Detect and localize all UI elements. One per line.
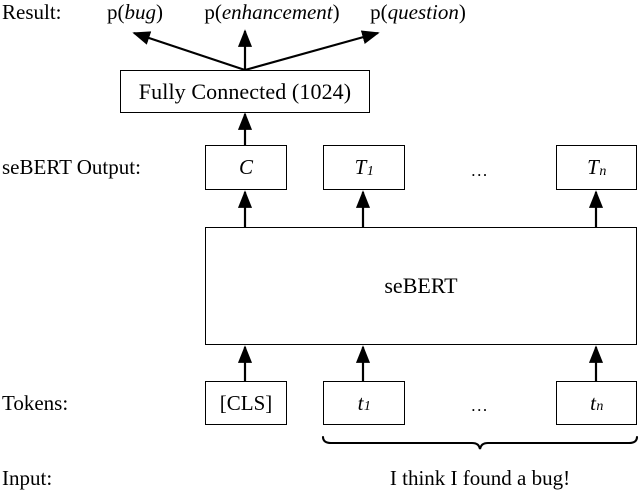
output-box-t1-label: T — [354, 155, 367, 179]
token-row-ellipsis: ... — [471, 396, 489, 415]
output-prob-question: p(question) — [370, 2, 466, 23]
output-prob-bug-prefix: p( — [107, 0, 125, 24]
output-prob-question-prefix: p( — [370, 0, 388, 24]
output-box-c-label: C — [238, 155, 253, 179]
output-prob-bug: p(bug) — [107, 2, 163, 23]
output-prob-enhancement-name: enhancement — [221, 0, 333, 24]
output-row-ellipsis: ... — [471, 161, 489, 180]
tokens-to-sebert-arrows — [237, 345, 604, 381]
row-label-tokens: Tokens: — [2, 391, 69, 415]
output-prob-enhancement-suffix: ) — [332, 0, 340, 24]
token-box-cls: [CLS] — [205, 381, 287, 425]
row-label-input: Input: — [2, 466, 53, 490]
token-box-tn-label: t — [590, 390, 596, 415]
sebert-model-block: seBERT — [205, 227, 637, 345]
output-prob-enhancement-prefix: p( — [204, 0, 222, 24]
output-box-tn-label: T — [587, 155, 599, 179]
input-brace — [321, 435, 639, 450]
output-prob-enhancement: p(enhancement) — [204, 2, 339, 23]
sebert-to-outputs-arrows — [237, 190, 604, 227]
output-box-tn-subscript: n — [599, 163, 607, 179]
output-prob-question-name: question — [387, 0, 459, 24]
token-box-t1-subscript: 1 — [363, 399, 371, 414]
output-prob-bug-suffix: ) — [156, 0, 163, 24]
fc-to-outputs-arrows — [132, 29, 380, 72]
output-box-t1-subscript: 1 — [366, 163, 374, 179]
row-label-sebert-output: seBERT Output: — [2, 155, 141, 179]
token-box-t1-label: t — [357, 390, 364, 415]
fully-connected-box: Fully Connected (1024) — [120, 70, 370, 113]
row-label-result: Result: — [2, 0, 62, 24]
output-prob-question-suffix: ) — [458, 0, 466, 24]
input-sentence-text: I think I found a bug! — [389, 466, 571, 490]
output-box-c: C — [205, 145, 287, 190]
output-prob-bug-name: bug — [124, 0, 157, 24]
token-box-cls-label: [CLS] — [219, 390, 273, 415]
token-box-tn-subscript: n — [596, 399, 604, 414]
